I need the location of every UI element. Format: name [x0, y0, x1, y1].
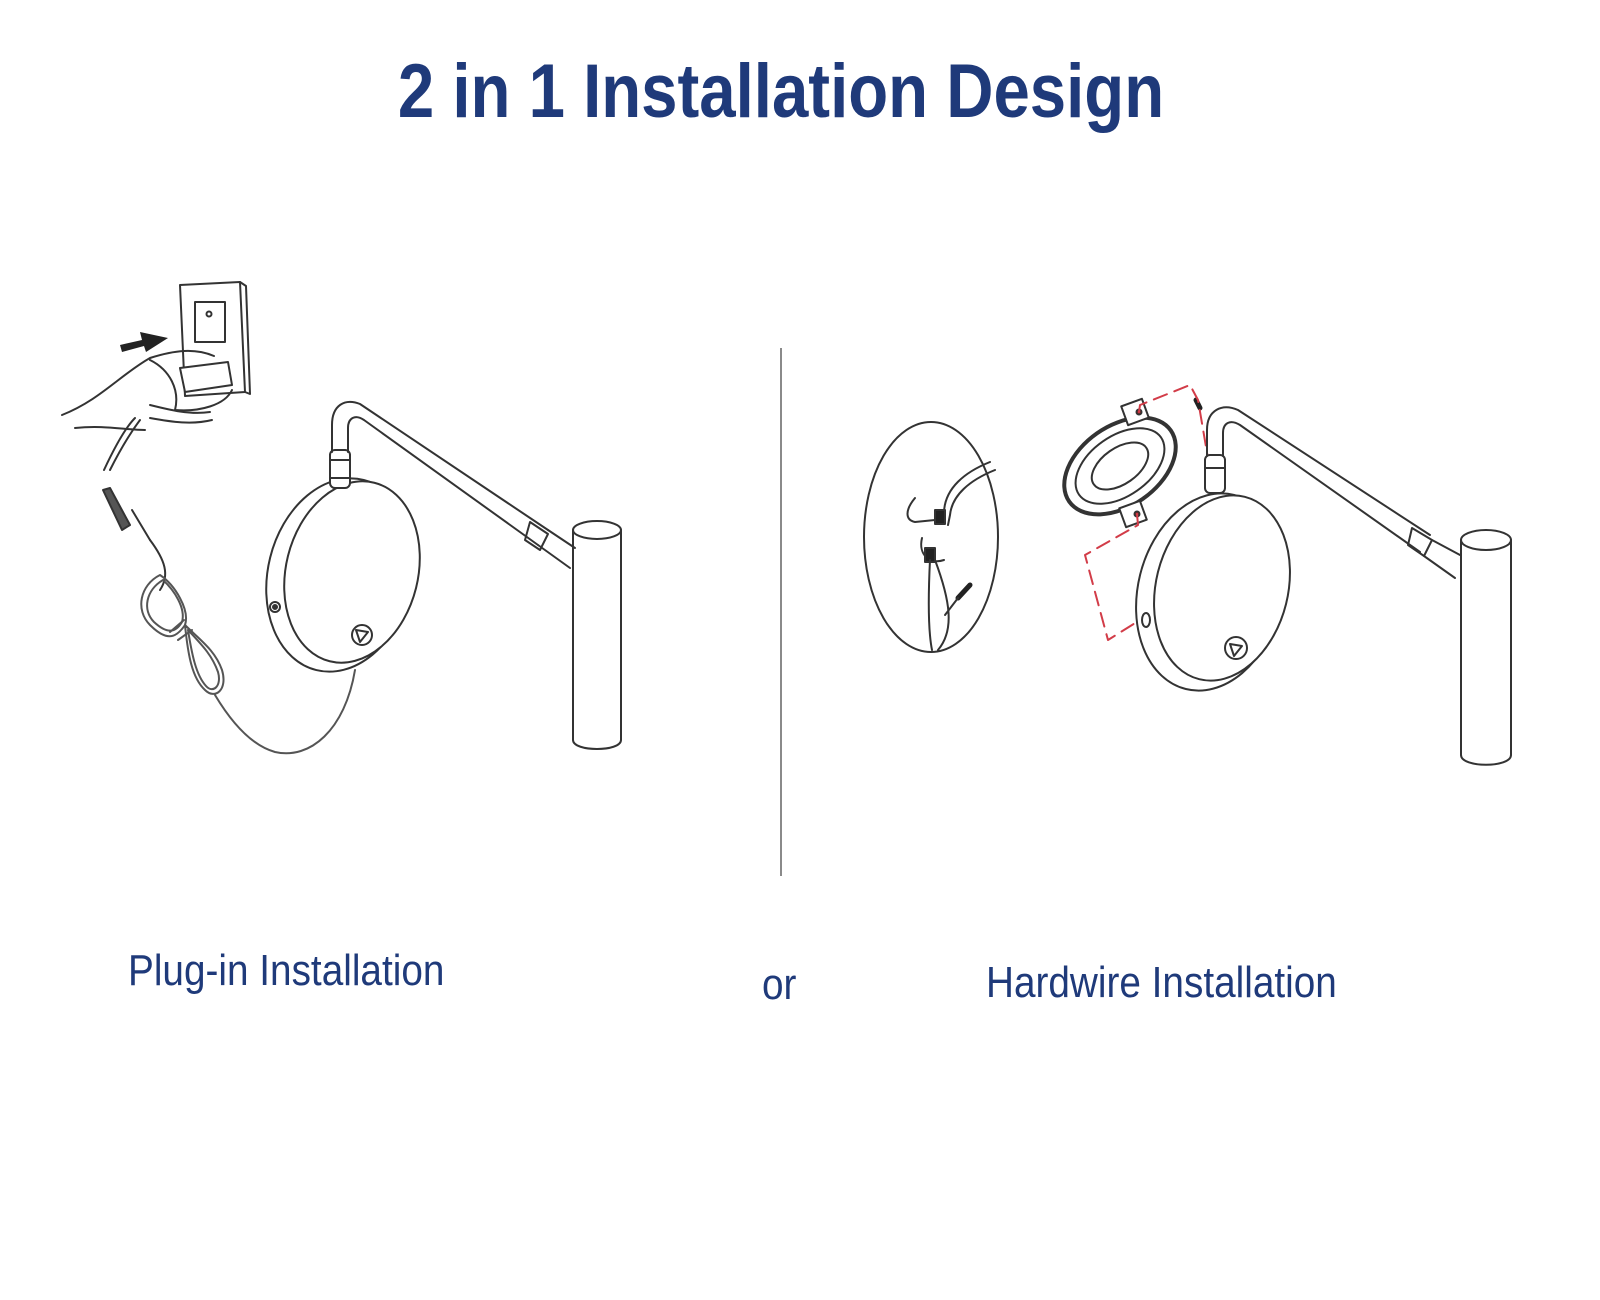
page-title: 2 in 1 Installation Design: [397, 49, 1165, 134]
hardwire-installation-label: Hardwire Installation: [986, 958, 1337, 1007]
wall-lamp-body: [1135, 492, 1291, 692]
power-plug-icon: [102, 487, 167, 591]
coiled-cord-icon: [140, 574, 356, 755]
plug-in-installation-label: Plug-in Installation: [128, 946, 445, 995]
swing-arm: [1204, 406, 1461, 579]
wall-lamp-body: [265, 477, 421, 673]
plug-in-illustration: [61, 281, 622, 755]
light-tube: [1460, 529, 1512, 766]
or-separator-label: or: [762, 960, 797, 1009]
push-arrow-icon: [120, 332, 168, 352]
swing-arm: [329, 400, 576, 569]
hardwire-illustration: [863, 384, 1512, 766]
light-tube: [572, 520, 622, 750]
hand-icon: [61, 349, 233, 471]
alignment-guide-lines: [1084, 384, 1211, 641]
divider-line: [780, 348, 782, 876]
wire-connection-detail: [863, 421, 999, 653]
